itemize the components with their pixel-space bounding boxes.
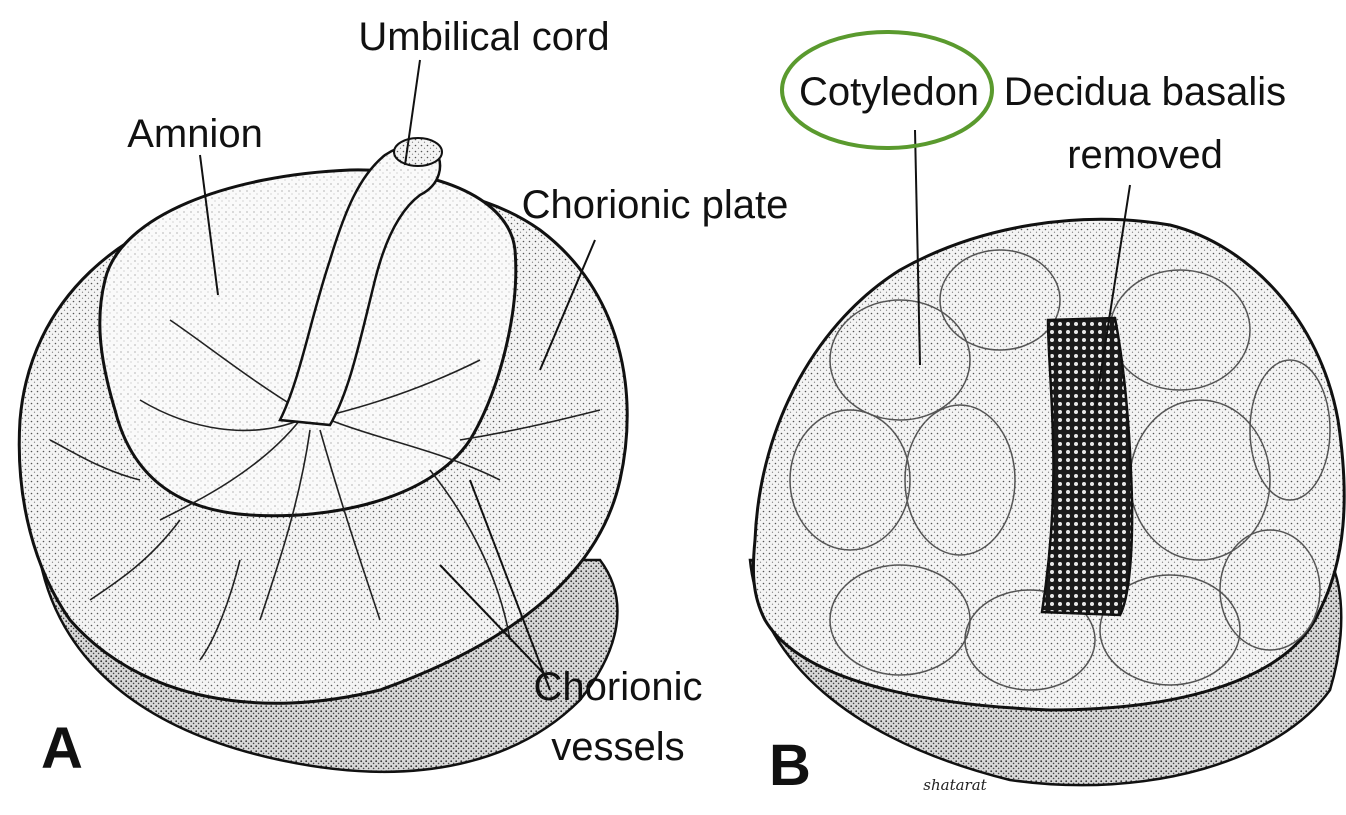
label-cotyledon: Cotyledon [799,70,979,114]
panel-b-letter: B [769,733,811,798]
label-chorionic-vessels-line2: vessels [551,725,684,769]
decidua-removed-area [1042,318,1132,615]
label-amnion: Amnion [127,112,263,156]
label-decidua-line2: removed [1067,133,1223,177]
watermark: shatarat [923,776,987,794]
label-decidua-line1: Decidua basalis [1004,70,1286,114]
panel-a-letter: A [41,716,83,781]
cord-cut-end [394,138,442,166]
label-chorionic-plate: Chorionic plate [522,183,789,227]
label-umbilical-cord: Umbilical cord [358,15,609,59]
panel-b-illustration [750,219,1344,785]
label-chorionic-vessels-line1: Chorionic [534,665,703,709]
